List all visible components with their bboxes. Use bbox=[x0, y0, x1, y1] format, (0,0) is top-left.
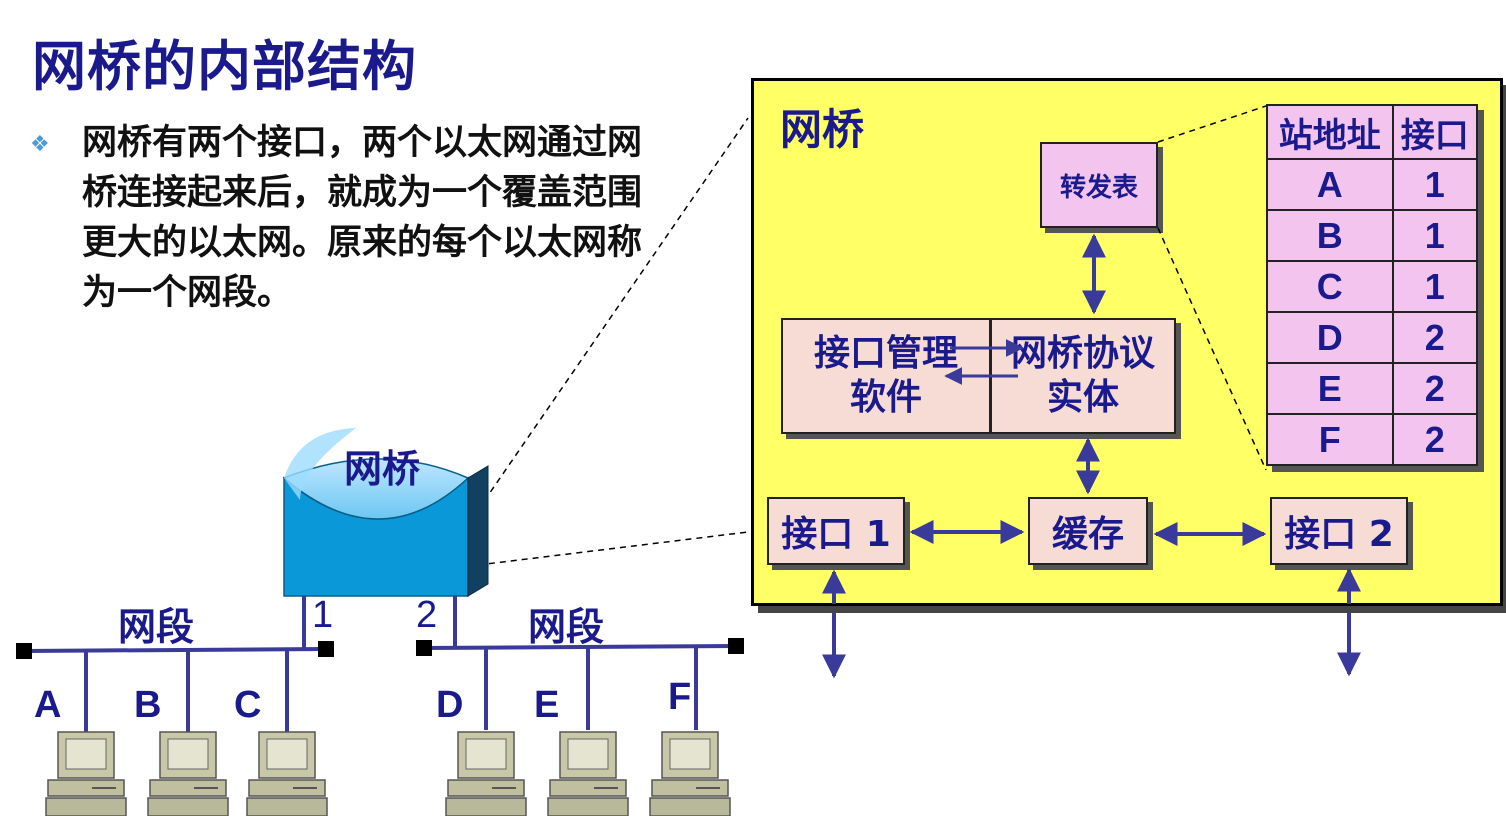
buffer-box: 缓存 bbox=[1028, 497, 1148, 565]
table-header-port: 接口 bbox=[1391, 104, 1479, 160]
forwarding-table-box: 转发表 bbox=[1040, 142, 1158, 228]
table-cell-port: 1 bbox=[1391, 158, 1479, 211]
computer-icon bbox=[45, 731, 127, 816]
computer-icon bbox=[147, 731, 229, 816]
host-label-f: F bbox=[668, 676, 692, 718]
bridge-device-icon bbox=[282, 428, 489, 597]
bridge-protocol-entity-box: 网桥协议实体 bbox=[990, 318, 1176, 434]
table-cell-address: D bbox=[1266, 311, 1394, 364]
host-label-a: A bbox=[34, 684, 62, 726]
table-cell-port: 2 bbox=[1391, 362, 1479, 415]
table-cell-port: 1 bbox=[1391, 209, 1479, 262]
bridge-port-2-label: 2 bbox=[416, 594, 438, 636]
table-cell-address: F bbox=[1266, 413, 1394, 466]
computer-icon bbox=[445, 731, 527, 816]
segment-left-label: 网段 bbox=[118, 605, 195, 649]
bridge-protocol-entity-label: 网桥协议实体 bbox=[1010, 333, 1155, 418]
page-title: 网桥的内部结构 bbox=[32, 35, 417, 98]
host-label-d: D bbox=[436, 684, 464, 726]
interface-mgmt-software-label: 接口管理软件 bbox=[813, 333, 958, 418]
table-cell-address: B bbox=[1266, 209, 1394, 262]
port2-box: 接口 2 bbox=[1270, 497, 1408, 565]
table-header-address: 站地址 bbox=[1266, 104, 1394, 160]
computer-icon bbox=[246, 731, 328, 816]
diamond-bullet-icon: ❖ bbox=[30, 132, 50, 157]
bridge-port-1-label: 1 bbox=[312, 594, 334, 636]
computers bbox=[45, 731, 731, 816]
segment-right-label: 网段 bbox=[528, 605, 605, 649]
port1-box: 接口 1 bbox=[767, 497, 905, 565]
host-label-c: C bbox=[234, 684, 262, 726]
table-cell-port: 2 bbox=[1391, 413, 1479, 466]
bridge-label: 网桥 bbox=[344, 447, 421, 491]
zoom-line-top bbox=[477, 117, 749, 511]
table-cell-address: E bbox=[1266, 362, 1394, 415]
zoom-line-bottom bbox=[477, 531, 749, 566]
host-label-b: B bbox=[134, 684, 162, 726]
table-cell-port: 1 bbox=[1391, 260, 1479, 313]
table-cell-port: 2 bbox=[1391, 311, 1479, 364]
bullet-text: 网桥有两个接口，两个以太网通过网桥连接起来后，就成为一个覆盖范围更大的以太网。原… bbox=[82, 123, 643, 313]
segment-right-bus bbox=[423, 644, 737, 650]
segment-left-bus bbox=[23, 647, 327, 653]
table-cell-address: C bbox=[1266, 260, 1394, 313]
host-label-e: E bbox=[534, 684, 560, 726]
computer-icon bbox=[649, 731, 731, 816]
computer-icon bbox=[547, 731, 629, 816]
bridge-internal-title: 网桥 bbox=[780, 105, 865, 154]
table-cell-address: A bbox=[1266, 158, 1394, 211]
interface-mgmt-software-box: 接口管理软件 bbox=[781, 318, 991, 434]
